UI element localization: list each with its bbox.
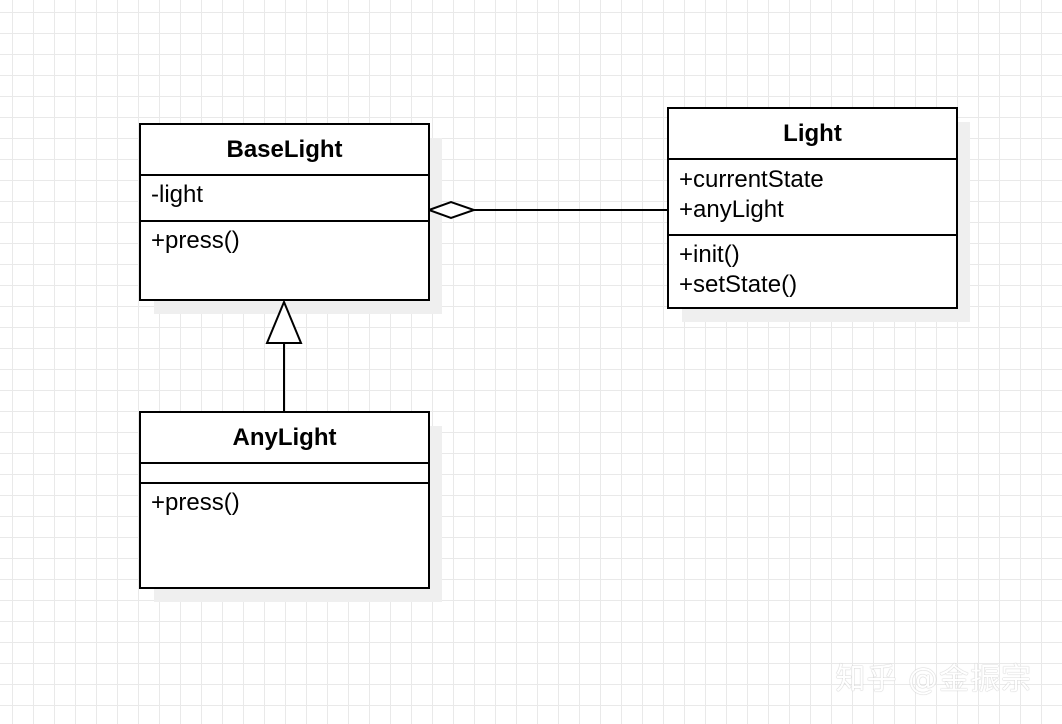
watermark: 知乎 @金振宗 bbox=[835, 662, 1032, 697]
class-light[interactable]: Light +currentState +anyLight +init() +s… bbox=[667, 107, 958, 309]
attribute: +anyLight bbox=[679, 196, 784, 223]
class-light-methods: +init() +setState() bbox=[669, 236, 956, 300]
method: +init() bbox=[679, 241, 740, 268]
class-anylight-attributes bbox=[141, 464, 428, 484]
class-anylight-name: AnyLight bbox=[141, 413, 428, 464]
aggregation-diamond bbox=[426, 200, 478, 220]
attribute: +currentState bbox=[679, 166, 824, 193]
class-baselight-methods: +press() bbox=[141, 222, 428, 256]
class-light-name: Light bbox=[669, 109, 956, 160]
method: +setState() bbox=[679, 271, 798, 298]
class-baselight[interactable]: BaseLight -light +press() bbox=[139, 123, 430, 301]
inheritance-arrowhead bbox=[265, 299, 303, 344]
attribute: -light bbox=[151, 181, 204, 208]
class-baselight-name: BaseLight bbox=[141, 125, 428, 176]
method: +press() bbox=[151, 489, 240, 516]
method: +press() bbox=[151, 227, 240, 254]
class-light-attributes: +currentState +anyLight bbox=[669, 160, 956, 236]
class-anylight[interactable]: AnyLight +press() bbox=[139, 411, 430, 589]
class-anylight-methods: +press() bbox=[141, 484, 428, 518]
class-baselight-attributes: -light bbox=[141, 176, 428, 222]
